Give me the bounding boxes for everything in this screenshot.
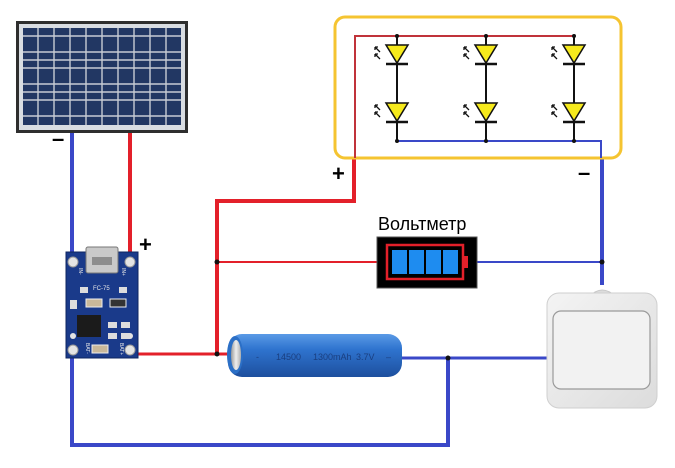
led-diode: [473, 102, 499, 123]
charger-board: FC-75 IN- IN+ BAT- BAT+: [65, 246, 139, 359]
junction-dot: [599, 259, 605, 265]
light-switch[interactable]: [546, 289, 658, 409]
wire-ground-loop: [70, 352, 450, 447]
junction-dot: [214, 351, 220, 357]
junction-dot: [572, 34, 576, 38]
light-arrow-icon: [463, 46, 470, 53]
led-positive-rail: [354, 35, 575, 158]
light-arrow-icon: [551, 111, 558, 118]
solar-minus-label: –: [52, 126, 64, 151]
led-array: [333, 15, 623, 160]
pad-in-plus: [124, 256, 136, 268]
led-diode: [384, 44, 410, 65]
junction-dot: [395, 139, 399, 143]
switch-rocker[interactable]: [552, 310, 651, 390]
junction-dot: [214, 259, 220, 265]
pad-label-bat-minus: BAT-: [84, 343, 90, 354]
led-plus-label: +: [332, 161, 345, 186]
charger-chip-label: FC-75: [93, 286, 110, 292]
led-diode: [561, 44, 587, 65]
battery-14500: - 14500 1300mAh 3.7V –: [227, 334, 402, 377]
pad-label-in-minus: IN-: [77, 268, 83, 275]
led-diode: [473, 44, 499, 65]
pad-bat-plus: [124, 344, 136, 356]
battery-model: 14500: [276, 352, 301, 362]
battery-minus-mark: -: [256, 352, 259, 362]
junction-dot: [484, 139, 488, 143]
light-arrow-icon: [463, 104, 470, 111]
solar-panel: [16, 21, 188, 133]
charger-ic: [77, 315, 101, 337]
voltmeter-cell: [443, 250, 458, 274]
voltmeter-cell: [392, 250, 407, 274]
light-arrow-icon: [463, 111, 470, 118]
voltmeter: Вольтметр: [376, 214, 478, 289]
battery-capacity: 1300mAh: [313, 352, 352, 362]
battery-voltage: 3.7V: [356, 352, 375, 362]
led-diode: [384, 102, 410, 123]
light-arrow-icon: [374, 104, 381, 111]
light-arrow-icon: [374, 46, 381, 53]
led-array-frame: [333, 15, 623, 160]
voltmeter-label: Вольтметр: [378, 214, 466, 234]
wires: [70, 133, 605, 447]
light-arrow-icon: [374, 111, 381, 118]
led-negative-rail: [397, 140, 602, 158]
junction-dot: [445, 355, 451, 361]
junction-dot: [572, 139, 576, 143]
voltmeter-cell: [426, 250, 441, 274]
light-arrow-icon: [551, 104, 558, 111]
charger-plus-label: +: [139, 232, 152, 257]
voltmeter-cell: [409, 250, 424, 274]
voltmeter-battery-tip: [463, 256, 468, 268]
light-arrow-icon: [374, 53, 381, 60]
light-arrow-icon: [551, 46, 558, 53]
light-arrow-icon: [463, 53, 470, 60]
pad-in-minus: [67, 256, 79, 268]
light-arrow-icon: [551, 53, 558, 60]
led-diode: [561, 102, 587, 123]
wire-led-positive: [215, 158, 356, 354]
pad-label-bat-plus: BAT+: [118, 343, 124, 355]
pad-label-in-plus: IN+: [120, 268, 126, 276]
battery-plus-mark: –: [386, 352, 391, 362]
junction-dot: [484, 34, 488, 38]
solar-cell-grid: [23, 28, 181, 125]
junction-dot: [395, 34, 399, 38]
pad-bat-minus: [67, 344, 79, 356]
led-minus-label: –: [578, 160, 590, 185]
